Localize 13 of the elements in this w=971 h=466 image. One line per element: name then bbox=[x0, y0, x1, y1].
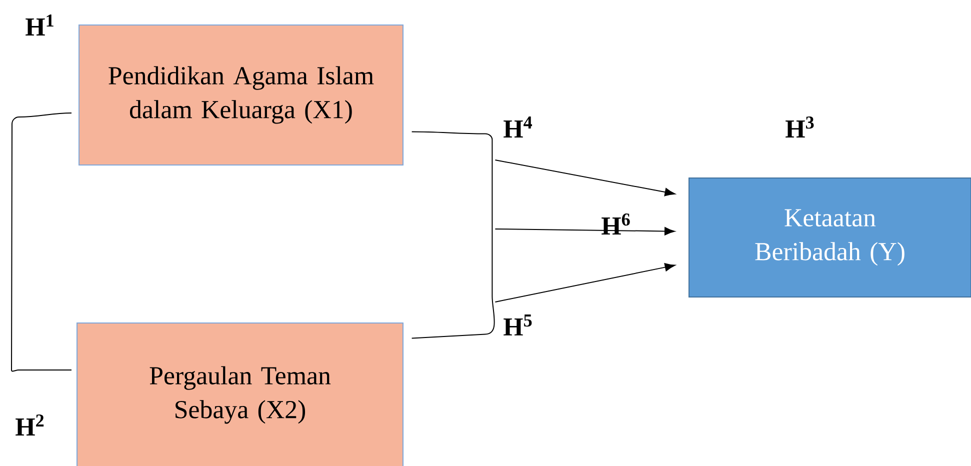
hypothesis-label: H$^{3}$ bbox=[786, 116, 814, 138]
process-box: Pendidikan Agama Islam dalam Keluarga (X1) bbox=[78, 24, 404, 166]
arrow bbox=[494, 263, 676, 302]
hypothesis-label: H$^{2}$ bbox=[16, 414, 44, 436]
hypothesis-label: H$^{4}$ bbox=[504, 116, 532, 138]
process-box: Pergaulan Teman Sebaya (X2) bbox=[76, 322, 404, 466]
arrow bbox=[494, 227, 675, 236]
arrow bbox=[494, 160, 676, 196]
hypothesis-label: H$^{5}$ bbox=[504, 314, 532, 336]
bracket-connector bbox=[11, 112, 72, 372]
hypothesis-label: H$^{1}$ bbox=[26, 14, 54, 36]
bracket bbox=[411, 131, 495, 339]
process-box: Ketaatan Beribadah (Y) bbox=[688, 178, 971, 298]
